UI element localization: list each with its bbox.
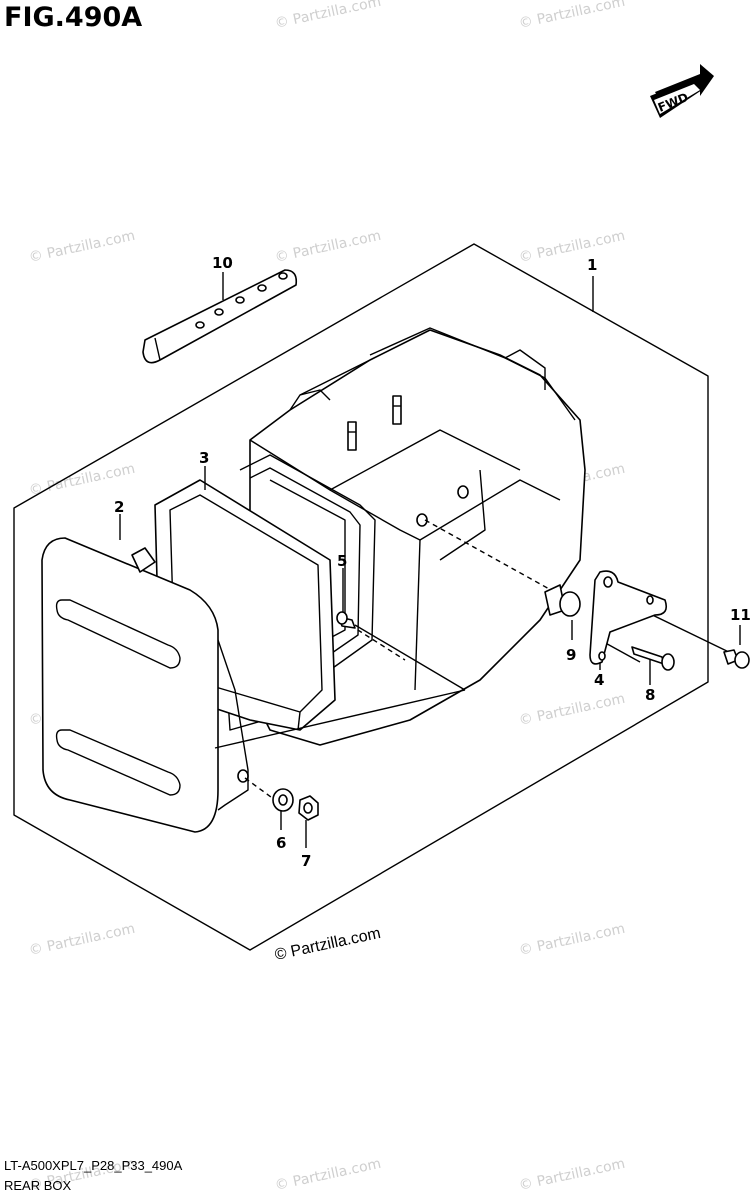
screw [723, 649, 750, 669]
watermark: © Partzilla.com [518, 1156, 627, 1194]
watermark: © Partzilla.com [274, 0, 383, 32]
copyright-text: © Partzilla.com [273, 925, 382, 964]
callout-5: 5 [337, 552, 347, 570]
diagram-name: REAR BOX [4, 1178, 72, 1193]
watermark: © Partzilla.com [518, 228, 627, 266]
callout-4: 4 [594, 671, 604, 689]
watermark: © Partzilla.com [28, 921, 137, 959]
diagram-code: LT-A500XPL7_P28_P33_490A [4, 1158, 183, 1173]
rear-lens [41, 537, 249, 833]
watermark: © Partzilla.com [518, 0, 627, 32]
grommet [544, 584, 581, 617]
callout-8: 8 [645, 686, 655, 704]
fwd-arrow-icon: FWD [650, 64, 714, 118]
washer [272, 788, 294, 812]
callout-9: 9 [566, 646, 576, 664]
callout-7: 7 [301, 852, 311, 870]
assembly-outline [13, 243, 709, 951]
callout-2: 2 [114, 498, 124, 516]
watermark: © Partzilla.com [518, 691, 627, 729]
watermark: © Partzilla.com [274, 1156, 383, 1194]
callout-10: 10 [212, 254, 233, 272]
callout-6: 6 [276, 834, 286, 852]
watermark: © Partzilla.com [274, 228, 383, 266]
watermark: © Partzilla.com [518, 921, 627, 959]
callout-layer: 1 2 3 4 5 6 7 8 9 10 11 [114, 254, 751, 870]
callout-11: 11 [730, 606, 751, 624]
small-screw [336, 611, 356, 629]
bolt [631, 646, 675, 671]
watermark: © Partzilla.com [28, 461, 137, 499]
figure-title: FIG.490A [4, 2, 143, 33]
callout-3: 3 [199, 449, 209, 467]
nut [298, 795, 319, 821]
plate-strip [142, 269, 298, 364]
callout-1: 1 [587, 256, 597, 274]
watermark: © Partzilla.com [28, 228, 137, 266]
bracket [589, 570, 668, 665]
